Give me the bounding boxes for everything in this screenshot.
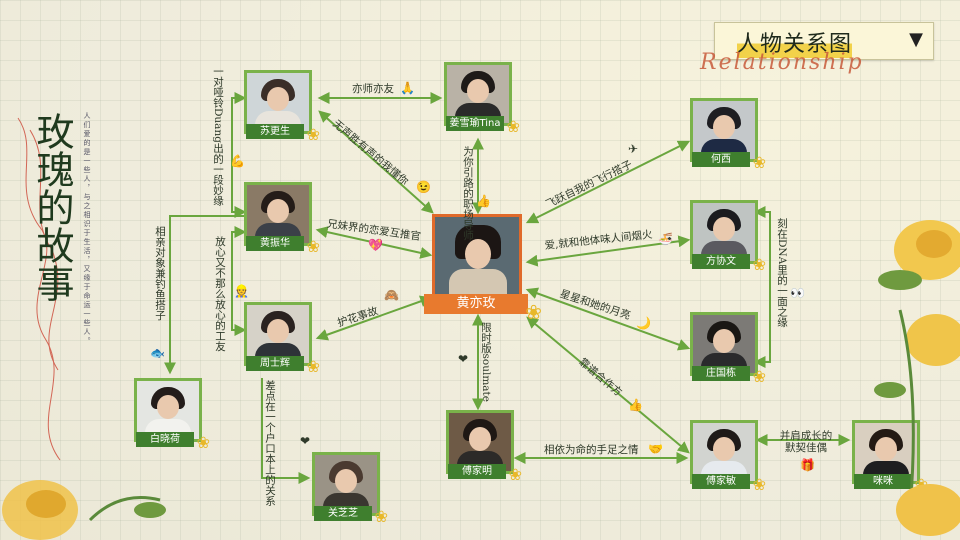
character-bai[interactable]: 白晓荷 ❀ bbox=[134, 378, 210, 452]
eyes-icon: 👀 bbox=[790, 286, 805, 300]
character-zhuang[interactable]: 庄国栋 ❀ bbox=[690, 312, 766, 386]
heart-icon: 💖 bbox=[368, 238, 383, 252]
character-name: 傅家敏 bbox=[692, 474, 750, 489]
page-title: 人物关系图 bbox=[737, 26, 853, 58]
relation-zhou-guan: 差点在一个户口本上的关系 bbox=[264, 380, 276, 506]
character-name: 白晓荷 bbox=[136, 432, 194, 447]
worker-icon: 👷 bbox=[234, 284, 249, 298]
rose-icon: ❀ bbox=[752, 475, 766, 494]
rose-icon: ❀ bbox=[506, 117, 520, 136]
fish-icon: 🐟 bbox=[150, 346, 165, 360]
relation-su-huang: 一对哑铃Duang出的一段妙缘 bbox=[212, 66, 224, 206]
title-banner[interactable]: 人物关系图 ▼ bbox=[714, 22, 934, 60]
portrait bbox=[244, 70, 312, 134]
link-su-huang bbox=[231, 92, 247, 218]
character-name: 方协文 bbox=[692, 254, 750, 269]
thumb-icon: 👍 bbox=[628, 398, 643, 412]
thumb-icon: 👍 bbox=[476, 194, 491, 208]
link-hexi-center bbox=[525, 140, 691, 224]
character-name: 姜雪瑜Tina bbox=[446, 116, 504, 131]
link-fang-center bbox=[525, 235, 691, 267]
relation-fujiaming-fujiaxin: 相依为命的手足之情 bbox=[544, 444, 639, 456]
rose-icon: ❀ bbox=[374, 507, 388, 526]
link-huang-zhou bbox=[231, 226, 247, 336]
relation-jiang-center: 为你引路的职场导师 bbox=[462, 146, 474, 241]
character-name: 黄振华 bbox=[246, 236, 304, 251]
link-zhou-guan bbox=[261, 378, 311, 484]
portrait bbox=[432, 214, 522, 304]
rose-icon: ❀ bbox=[508, 465, 522, 484]
character-su[interactable]: 苏更生 ❀ bbox=[244, 70, 320, 144]
character-mimi[interactable]: 咪咪 ❀ bbox=[852, 420, 928, 494]
character-hexi[interactable]: 何西 ❀ bbox=[690, 98, 766, 172]
portrait bbox=[244, 302, 312, 366]
rose-decoration-right bbox=[874, 220, 960, 536]
moon-icon: 🌙 bbox=[636, 316, 651, 330]
link-fujiaxin-center bbox=[526, 316, 690, 454]
character-name: 苏更生 bbox=[246, 124, 304, 139]
relation-su-jiang: 亦师亦友 bbox=[352, 83, 394, 95]
character-fujiaming[interactable]: 傅家明 ❀ bbox=[446, 410, 522, 484]
hand-icon: 🙏 bbox=[400, 81, 415, 95]
monkey-icon: 🙈 bbox=[384, 288, 399, 302]
rose-icon: ❀ bbox=[306, 357, 320, 376]
character-name: 庄国栋 bbox=[692, 366, 750, 381]
character-name: 黄亦玫 bbox=[424, 294, 528, 314]
plane-icon: ✈ bbox=[628, 142, 639, 156]
portrait bbox=[690, 200, 758, 264]
character-name: 傅家明 bbox=[448, 464, 506, 479]
show-title: 玫瑰的故事 bbox=[30, 112, 74, 302]
portrait bbox=[244, 182, 312, 246]
rose-icon: ❀ bbox=[306, 237, 320, 256]
muscle-icon: 💪 bbox=[230, 154, 245, 168]
relation-fang-zhuang: 刻在DNA里的一面之缘 bbox=[776, 218, 788, 328]
relation-fujiaxin-mimi: 并肩成长的默契佳偶 bbox=[779, 430, 833, 454]
rose-icon: ❀ bbox=[196, 433, 210, 452]
heart-icon: ❤ bbox=[300, 434, 311, 448]
red-scribble-decoration bbox=[17, 117, 61, 461]
rose-icon: ❀ bbox=[525, 300, 542, 324]
rose-icon: ❀ bbox=[306, 125, 320, 144]
heart-icon: ❤ bbox=[458, 352, 469, 366]
relation-huang-bai: 相亲对象兼钓鱼搭子 bbox=[154, 226, 166, 321]
link-su-center bbox=[318, 110, 434, 214]
relation-center-fujiaming: 限时版soulmate bbox=[480, 322, 492, 402]
link-huang-center bbox=[315, 226, 433, 259]
character-zhouzhuhui[interactable]: 周士辉 ❀ bbox=[244, 302, 320, 376]
character-fang[interactable]: 方协文 ❀ bbox=[690, 200, 766, 274]
bowl-icon: 🍜 bbox=[658, 232, 673, 246]
character-huangzhenhua[interactable]: 黄振华 ❀ bbox=[244, 182, 320, 256]
character-fujiaxin[interactable]: 傅家敏 ❀ bbox=[690, 420, 766, 494]
rose-icon: ❀ bbox=[752, 367, 766, 386]
portrait bbox=[446, 410, 514, 474]
title-script: Relationship bbox=[700, 50, 864, 75]
hand-icon: 🤝 bbox=[648, 442, 663, 456]
relation-huang-zhou: 放心又不那么放心的工友 bbox=[214, 236, 226, 352]
portrait bbox=[690, 420, 758, 484]
character-name: 周士辉 bbox=[246, 356, 304, 371]
triangle-down-icon[interactable]: ▼ bbox=[909, 29, 923, 50]
character-center[interactable]: 黄亦玫 ❀ bbox=[424, 214, 542, 324]
smile-icon: 😉 bbox=[416, 180, 431, 194]
character-name: 关芝芝 bbox=[314, 506, 372, 521]
character-name: 咪咪 bbox=[854, 474, 912, 489]
rose-icon: ❀ bbox=[752, 153, 766, 172]
portrait bbox=[444, 62, 512, 126]
rose-icon: ❀ bbox=[752, 255, 766, 274]
link-fang-zhuang bbox=[753, 206, 771, 368]
character-name: 何西 bbox=[692, 152, 750, 167]
show-subtitle: 人们爱的是一些人，与之相识于生活，又缘于命运一些人。 bbox=[83, 112, 91, 346]
character-guan[interactable]: 关芝芝 ❀ bbox=[312, 452, 388, 526]
gift-icon: 🎁 bbox=[800, 458, 815, 472]
portrait bbox=[690, 98, 758, 162]
character-jiang[interactable]: 姜雪瑜Tina ❀ bbox=[444, 62, 520, 136]
portrait bbox=[690, 312, 758, 376]
link-zhou-center bbox=[315, 295, 433, 341]
rose-decoration-bottom-left bbox=[2, 480, 166, 540]
link-huang-bai bbox=[164, 215, 244, 375]
